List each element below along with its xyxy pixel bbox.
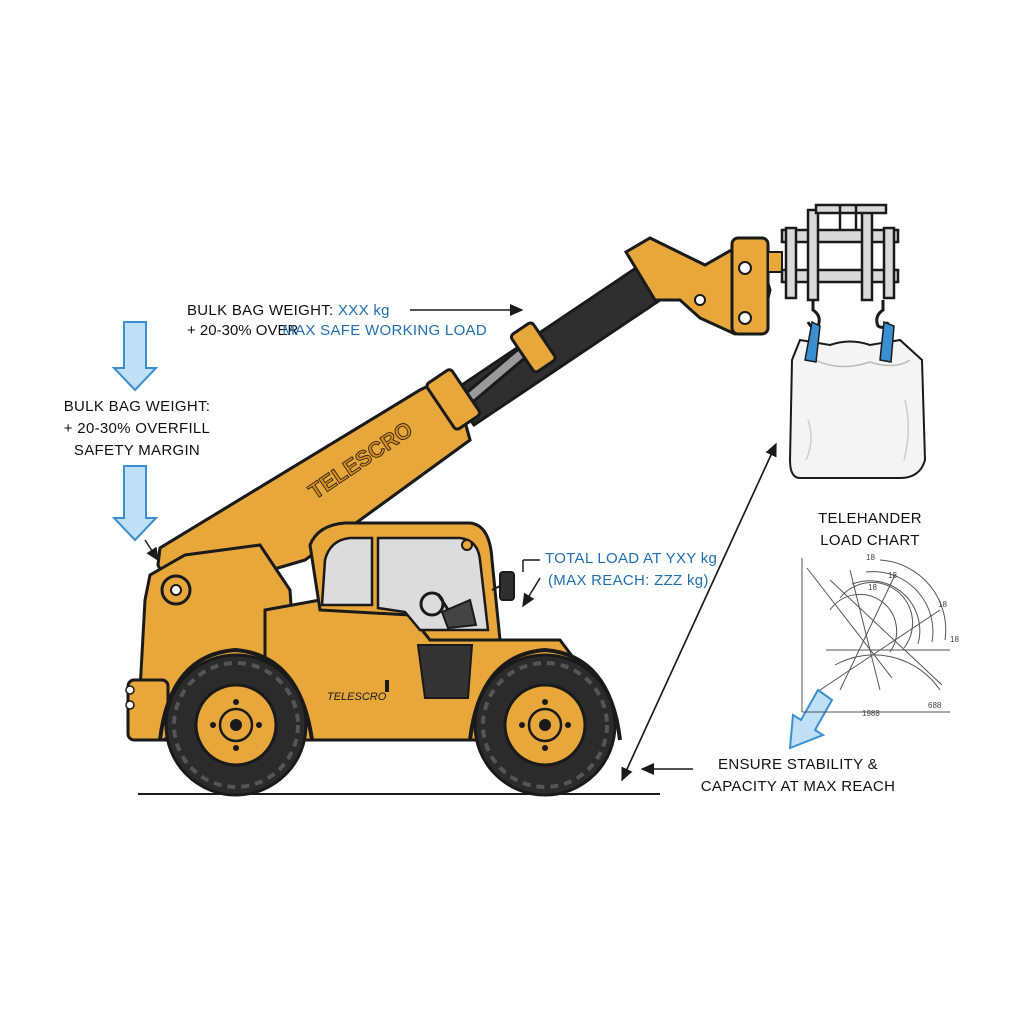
pointer-arrow bbox=[144, 539, 159, 562]
down-arrow-icon bbox=[111, 321, 159, 392]
chart-bottom-right-label: 688 bbox=[928, 701, 942, 710]
top-weight-value: XXX kg bbox=[337, 302, 390, 319]
ensure-line2: CAPACITY AT MAX REACH bbox=[700, 778, 896, 795]
chart-tick-label: 18 bbox=[938, 600, 947, 609]
chart-tick-label: 18 bbox=[888, 571, 897, 580]
top-overfill-prefix: + 20-30% OVER bbox=[187, 322, 299, 339]
left-weight-line2: + 20-30% OVERFILL bbox=[63, 420, 211, 437]
load-chart bbox=[801, 558, 950, 713]
load-chart-title: TELEHANDER LOAD CHART bbox=[795, 508, 945, 552]
cab-window-rear bbox=[320, 536, 374, 607]
ensure-line1: ENSURE STABILITY & bbox=[718, 756, 878, 773]
load-chart-ticks: 18 18 18 18 18 1988 688 bbox=[862, 553, 959, 718]
chart-tick-label: 18 bbox=[950, 635, 959, 644]
side-mirror bbox=[499, 571, 515, 601]
body-brand-text: TELESCRO bbox=[327, 691, 387, 703]
load-chart-title-line1: TELEHANDER bbox=[818, 510, 922, 527]
down-arrow-icon bbox=[788, 688, 834, 750]
engine-grille bbox=[416, 644, 474, 699]
bulk-bag-icon bbox=[788, 320, 927, 479]
ensure-stability-label: ENSURE STABILITY & CAPACITY AT MAX REACH bbox=[693, 754, 903, 798]
front-wheel bbox=[473, 653, 617, 797]
top-weight-label-line1: BULK BAG WEIGHT: XXX kg bbox=[187, 300, 390, 322]
rear-wheel bbox=[164, 653, 308, 797]
down-arrow-icon bbox=[111, 465, 159, 542]
boom-inner-section bbox=[447, 265, 663, 428]
lifting-frame bbox=[780, 203, 900, 302]
chart-bottom-left-label: 1988 bbox=[862, 709, 880, 718]
max-safe-working-load-label: MAX SAFE WORKING LOAD bbox=[282, 322, 487, 339]
total-load-line1: TOTAL LOAD AT YXY kg bbox=[545, 550, 718, 567]
load-chart-title-line2: LOAD CHART bbox=[820, 532, 920, 549]
boom: TELESCRO bbox=[156, 236, 783, 600]
chart-tick-label: 18 bbox=[866, 553, 875, 562]
top-weight-label-line2: + 20-30% OVERMAX SAFE WORKING LOAD bbox=[187, 320, 487, 342]
left-weight-line1: BULK BAG WEIGHT: bbox=[63, 398, 211, 415]
left-weight-label: BULK BAG WEIGHT: + 20-30% OVERFILL SAFET… bbox=[52, 396, 222, 462]
left-weight-line3: SAFETY MARGIN bbox=[73, 442, 201, 459]
top-weight-prefix: BULK BAG WEIGHT: bbox=[187, 302, 334, 319]
boom-collar-1 bbox=[425, 368, 482, 431]
total-load-line2: (MAX REACH: ZZZ kg) bbox=[548, 572, 709, 589]
total-load-label: TOTAL LOAD AT YXY kg (MAX REACH: ZZZ kg) bbox=[545, 548, 717, 592]
cab bbox=[308, 521, 515, 642]
chart-tick-label: 18 bbox=[868, 583, 877, 592]
boom-collar-2 bbox=[509, 321, 557, 374]
pointer-arrow bbox=[522, 577, 541, 608]
